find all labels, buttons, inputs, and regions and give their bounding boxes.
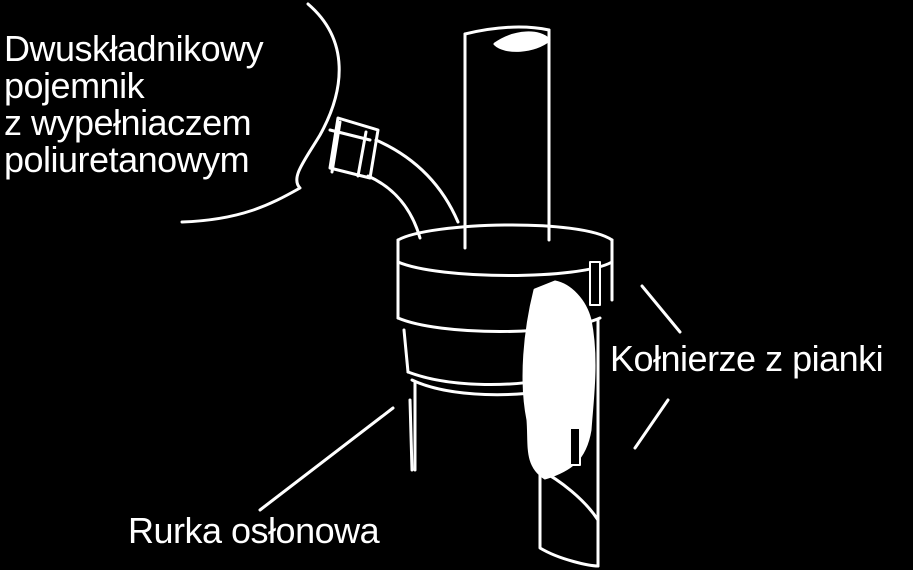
leader-line-collar-lower [633, 398, 670, 450]
vertical-pipe [463, 25, 551, 250]
foam-flow [522, 280, 596, 480]
leader-line-tube [258, 406, 395, 512]
leader-line-collar-upper [640, 284, 682, 334]
label-container-line: poliuretanowym [4, 139, 250, 180]
label-shield-tube: Rurka osłonowa [128, 510, 380, 551]
label-container: Dwuskładnikowy pojemnik z wypełniaczem p… [4, 28, 264, 180]
container-nozzle [328, 116, 380, 180]
applicator-hose [366, 138, 460, 240]
label-foam-collars: Kołnierze z pianki [610, 338, 884, 379]
label-container-line: pojemnik [4, 65, 145, 106]
foam-gap-mark-lower [569, 427, 581, 466]
foam-gap-mark [589, 261, 601, 306]
container-outline [180, 2, 341, 224]
label-container-line: z wypełniaczem [4, 102, 252, 143]
label-container-line: Dwuskładnikowy [4, 28, 264, 69]
shield-tube [408, 318, 600, 568]
